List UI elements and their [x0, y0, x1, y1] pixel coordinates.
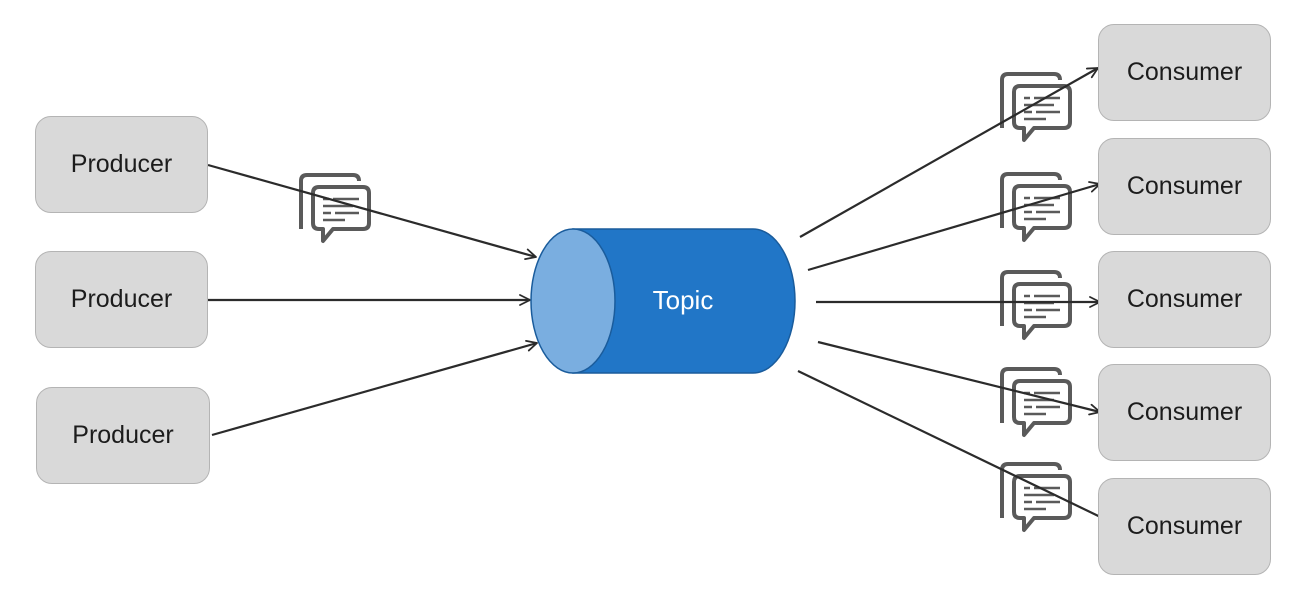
consumer-box: Consumer	[1098, 251, 1271, 348]
producer-label: Producer	[70, 150, 173, 178]
topic-cylinder	[530, 228, 796, 374]
consumer-arrow	[807, 181, 1101, 272]
producer-box: Producer	[35, 251, 208, 348]
producer-arrow	[211, 340, 538, 437]
consumer-label: Consumer	[1126, 398, 1243, 426]
producer-box: Producer	[35, 116, 208, 213]
consumer-label: Consumer	[1126, 172, 1243, 200]
consumer-box: Consumer	[1098, 24, 1271, 121]
producer-label: Producer	[72, 421, 174, 449]
topic-label: Topic	[652, 284, 714, 315]
producer-box: Producer	[36, 387, 210, 484]
consumer-box: Consumer	[1098, 364, 1271, 461]
message-stack-icon	[1000, 72, 1072, 142]
consumer-label: Consumer	[1126, 285, 1243, 313]
consumer-arrow	[797, 370, 1118, 527]
consumer-arrow	[799, 67, 1099, 238]
consumer-box: Consumer	[1098, 478, 1271, 575]
producer-label: Producer	[70, 285, 173, 313]
consumer-label: Consumer	[1126, 512, 1243, 540]
message-stack-icon	[1000, 270, 1072, 340]
consumer-box: Consumer	[1098, 138, 1271, 235]
message-stack-icon	[1000, 172, 1072, 242]
consumer-arrow	[817, 340, 1101, 416]
producer-arrow	[207, 163, 537, 261]
consumer-label: Consumer	[1126, 58, 1243, 86]
